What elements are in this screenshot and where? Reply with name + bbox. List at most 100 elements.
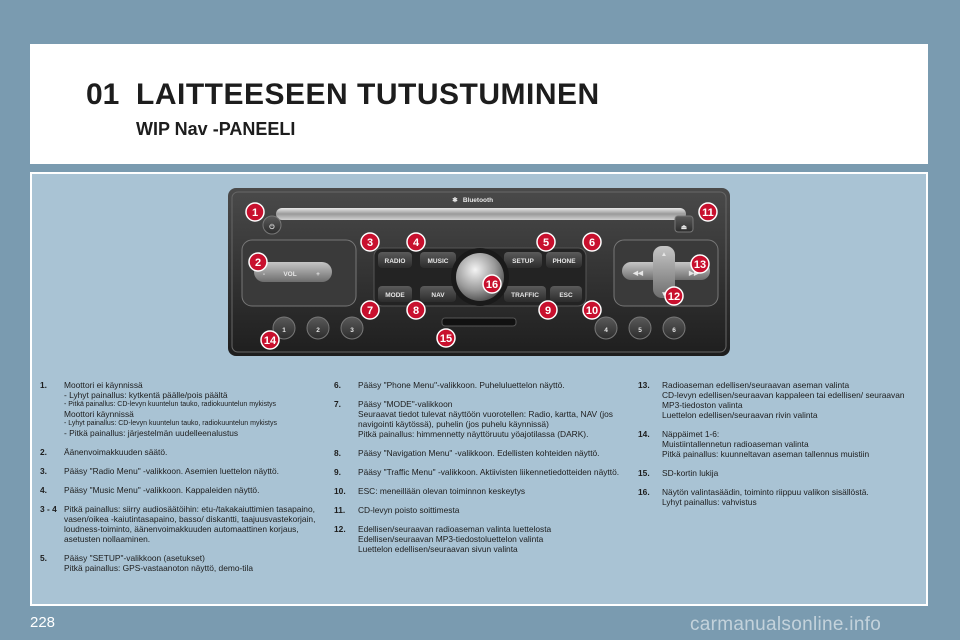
- list-up-icon: ▲: [661, 251, 667, 258]
- callout-5-label: 5: [543, 237, 549, 249]
- music-button-label: MUSIC: [428, 258, 449, 265]
- description-line: Pääsy "Navigation Menu" -valikkoon. Edel…: [358, 448, 600, 458]
- preset-label-5: 5: [638, 327, 642, 334]
- description-line: Pitkä painallus: siirry audiosäätöihin: …: [64, 504, 316, 544]
- description-item: 11.CD-levyn poisto soittimesta: [334, 505, 624, 515]
- preset-button-6[interactable]: [662, 316, 686, 340]
- callout-9-label: 9: [545, 305, 551, 317]
- description-line: - Pitkä painallus: CD-levyn kuuntelun ta…: [64, 401, 277, 408]
- description-number: 4.: [40, 485, 47, 495]
- description-column-1: 1. Moottori ei käynnissä - Lyhyt painallus…: [40, 380, 320, 582]
- callout-1: [245, 202, 265, 222]
- callout-12-label: 12: [668, 291, 680, 303]
- description-line: Luettelon edellisen/seuraavan rivin vali…: [662, 410, 818, 420]
- description-line: Äänenvoimakkuuden säätö.: [64, 447, 168, 457]
- phone-button-label: PHONE: [552, 258, 576, 265]
- preset-label-2: 2: [316, 327, 320, 334]
- music-button[interactable]: [420, 252, 456, 268]
- description-number: 2.: [40, 447, 47, 457]
- description-line: Pitkä painallus: kuunneltavan aseman tal…: [662, 449, 870, 459]
- description-item: 5.Pääsy "SETUP"-valikkoon (asetukset)Pit…: [40, 553, 320, 573]
- description-line: Edellisen/seuraavan MP3-tiedostoluettelo…: [358, 534, 544, 544]
- preset-label-6: 6: [672, 327, 676, 334]
- description-line: Näppäimet 1-6:: [662, 429, 720, 439]
- page-title: LAITTEESEEN TUTUSTUMINEN: [136, 78, 600, 111]
- callout-5: [536, 232, 556, 252]
- description-number: 1.: [40, 380, 47, 390]
- description-number: 9.: [334, 467, 341, 477]
- preset-button-5[interactable]: [628, 316, 652, 340]
- description-line: Seuraavat tiedot tulevat näyttöön vuorot…: [358, 409, 613, 429]
- preset-buttons: 1 2 3 4 5 6: [272, 316, 686, 340]
- callout-6-label: 6: [589, 237, 595, 249]
- list-rocker[interactable]: [653, 246, 675, 298]
- preset-button-1[interactable]: [272, 316, 296, 340]
- callout-7-label: 7: [367, 305, 373, 317]
- callout-10: [582, 300, 602, 320]
- chapter-number: 01: [86, 78, 120, 111]
- description-line: Moottori ei käynnissä: [64, 380, 143, 390]
- description-item: 1. Moottori ei käynnissä - Lyhyt painallus…: [40, 380, 320, 438]
- description-number: 13.: [638, 380, 650, 390]
- eject-button[interactable]: [674, 215, 694, 233]
- callout-11-label: 11: [702, 207, 714, 219]
- setup-button-label: SETUP: [512, 258, 534, 265]
- description-line: Pääsy "Radio Menu" -valikkoon. Asemien l…: [64, 466, 279, 476]
- traffic-button[interactable]: [504, 286, 546, 302]
- nav-button[interactable]: [420, 286, 456, 302]
- description-line: Pääsy "SETUP"-valikkoon (asetukset): [64, 553, 205, 563]
- description-item: 15. SD-kortin lukija: [638, 468, 918, 478]
- page-number: 228: [30, 614, 56, 631]
- sd-card-slot: [441, 317, 517, 327]
- description-line: Pääsy "Traffic Menu" -valikkoon. Aktiivi…: [358, 467, 620, 477]
- list-down-icon: ▼: [661, 291, 667, 298]
- description-line: Radioaseman edellisen/seuraavan aseman v…: [662, 380, 850, 390]
- description-line: SD-kortin lukija: [662, 468, 719, 478]
- power-button[interactable]: [262, 215, 282, 235]
- description-item: 12.Edellisen/seuraavan radioaseman valin…: [334, 524, 624, 554]
- radio-button[interactable]: [378, 252, 412, 268]
- preset-label-3: 3: [350, 327, 354, 334]
- description-item: 4.Pääsy "Music Menu" -valikkoon. Kappale…: [40, 485, 320, 495]
- mode-button[interactable]: [378, 286, 412, 302]
- volume-plus: +: [316, 271, 320, 278]
- esc-button[interactable]: [550, 286, 582, 302]
- description-line: - Lyhyt painallus: CD-levyn kuuntelun ta…: [64, 420, 277, 427]
- seek-forward-icon: ▶▶: [688, 270, 700, 277]
- callout-3-label: 3: [367, 237, 373, 249]
- description-line: Muistiintallennetun radioaseman valinta: [662, 439, 809, 449]
- mode-button-label: MODE: [385, 292, 405, 299]
- description-line: CD-levyn edellisen/seuraavan kappaleen t…: [662, 390, 905, 410]
- seek-back-icon: ◀◀: [632, 270, 644, 277]
- setup-button[interactable]: [504, 252, 542, 268]
- description-item: 6.Pääsy "Phone Menu"-valikkoon. Puhelulu…: [334, 380, 624, 390]
- callout-14: [260, 330, 280, 350]
- volume-rocker[interactable]: [254, 262, 332, 282]
- description-number: 7.: [334, 399, 341, 409]
- radio-panel-illustration: Bluetooth ✱ ⏻ ⏏ VOL - + RADIO MUSIC SETU…: [228, 188, 730, 356]
- description-line: Pitkä painallus: GPS-vastaanoton näyttö,…: [64, 563, 254, 573]
- description-number: 14.: [638, 429, 650, 439]
- volume-minus: -: [263, 271, 265, 278]
- phone-button[interactable]: [546, 252, 582, 268]
- description-item: 8.Pääsy "Navigation Menu" -valikkoon. Ed…: [334, 448, 624, 458]
- description-line: CD-levyn poisto soittimesta: [358, 505, 460, 515]
- callout-3: [360, 232, 380, 252]
- description-line: Edellisen/seuraavan radioaseman valinta …: [358, 524, 552, 534]
- preset-button-3[interactable]: [340, 316, 364, 340]
- watermark: carmanualsonline.info: [690, 614, 882, 635]
- callout-10-label: 10: [586, 305, 598, 317]
- callout-15-label: 15: [440, 333, 452, 345]
- description-item: 14. Näppäimet 1-6:Muistiintallennetun rad…: [638, 429, 918, 459]
- preset-label-1: 1: [282, 327, 286, 334]
- callout-15: [436, 328, 456, 348]
- preset-button-4[interactable]: [594, 316, 618, 340]
- nav-button-label: NAV: [431, 292, 445, 299]
- preset-button-2[interactable]: [306, 316, 330, 340]
- callout-8-label: 8: [413, 305, 419, 317]
- description-number: 15.: [638, 468, 650, 478]
- description-line: Moottori käynnissä: [64, 409, 134, 419]
- callout-8: [406, 300, 426, 320]
